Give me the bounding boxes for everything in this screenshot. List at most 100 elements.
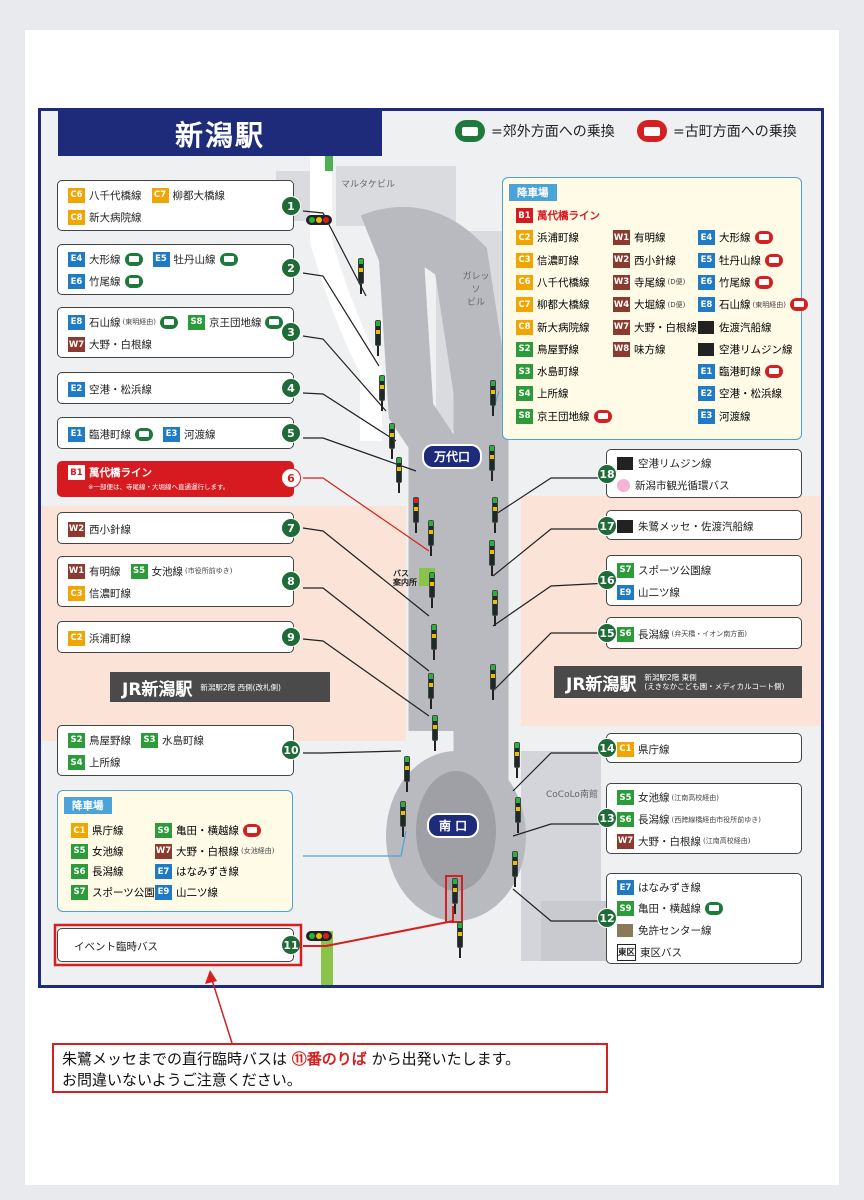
route-code-badge: S3 (516, 364, 533, 380)
route-name: 石山線 (89, 316, 121, 329)
route-code-badge: E2 (68, 381, 85, 397)
route-name: 県庁線 (638, 743, 670, 756)
route-name: 山二ツ線 (176, 886, 218, 899)
stop-11-highlight (445, 875, 463, 923)
route-code-badge: W7 (613, 319, 630, 335)
route-code-badge: S2 (516, 341, 533, 357)
route-code-badge: S4 (516, 386, 533, 402)
route-name: 大野・白根線 (638, 835, 701, 848)
arrival-north-header: 降車場 (509, 184, 557, 201)
pole-sign (413, 497, 419, 523)
route-item: 東区東区バス (617, 943, 682, 961)
bus-green-icon (265, 315, 284, 329)
pole-post (454, 904, 456, 914)
route-name: 牡丹山線 (719, 254, 761, 267)
route-note: (D便) (667, 278, 686, 287)
route-name: 大堀線 (634, 299, 666, 312)
bus-stop-pole (515, 797, 521, 833)
bus-red-icon (765, 253, 783, 267)
route-item: イベント臨時バス (74, 939, 158, 954)
route-item: 空港リムジン線 (617, 456, 712, 471)
arrival-row: 佐渡汽船線 (698, 320, 782, 335)
page-title: 新潟駅 (58, 111, 382, 156)
route-code-badge: W8 (613, 341, 630, 357)
route-name: 河渡線 (719, 410, 751, 423)
stop-row: 東区東区バス (617, 943, 692, 961)
bus-stop-pole (389, 423, 395, 459)
route-code-badge: S8 (516, 408, 533, 424)
stop-row: 新潟市観光循環バス (617, 478, 740, 493)
pole-sign (389, 423, 395, 449)
stop-number-4: 4 (281, 378, 301, 398)
higashi-ku-badge: 東区 (617, 943, 636, 961)
bus-stop-pole (429, 572, 435, 608)
stop-number-7: 7 (281, 518, 301, 538)
stop-number-12: 12 (597, 908, 617, 928)
bus-red-icon (789, 298, 808, 312)
route-name: はなみずき線 (176, 866, 239, 878)
route-name: はなみずき線 (638, 882, 701, 895)
stop-row: イベント臨時バス (68, 939, 168, 954)
route-code-badge: C2 (68, 630, 85, 646)
bus-green-icon (159, 315, 178, 329)
bus-stop-pole (428, 520, 434, 556)
route-code-badge: E1 (68, 426, 85, 442)
route-item: 新潟市観光循環バス (617, 478, 730, 493)
route-name: 長潟線 (92, 866, 124, 878)
pole-sign (396, 457, 402, 483)
plane-icon (617, 457, 633, 471)
route-code-badge: S8 (187, 314, 205, 330)
route-name: 柳都大橋線 (172, 189, 226, 202)
route-code-badge: B1 (516, 208, 533, 223)
stop-number-14: 14 (597, 738, 617, 758)
bus-stop-pole (404, 756, 410, 792)
route-name: 西小針線 (634, 254, 676, 267)
stop-number-11: 11 (281, 935, 301, 955)
bus-stop-pole (457, 922, 463, 958)
route-name: スポーツ公園線 (92, 886, 166, 899)
route-code-badge: S9 (617, 901, 634, 917)
stop-row: 朱鷺メッセ・佐渡汽船線 (617, 519, 764, 534)
bus-stop-pole (379, 375, 385, 411)
pole-sign (379, 375, 385, 401)
bus-stop-pole (490, 664, 496, 700)
notice-line1-post: から出発いたします。 (366, 1050, 521, 1068)
bus-stop-pole (490, 380, 496, 416)
bus-stop-pole (489, 445, 495, 481)
route-name: 女池線 (638, 792, 670, 805)
pole-post (381, 401, 383, 411)
traffic-light-red (323, 217, 329, 223)
